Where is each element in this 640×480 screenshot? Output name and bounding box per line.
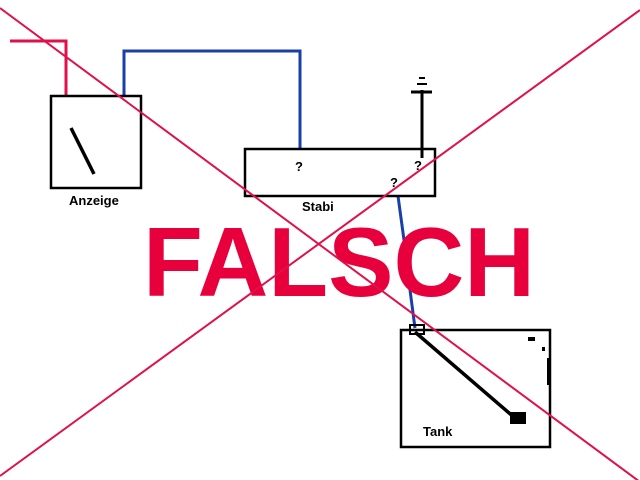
cross-line [0, 9, 640, 477]
tank-label: Tank [423, 424, 453, 439]
float-arm [413, 330, 518, 421]
tank: Tank [399, 324, 552, 449]
blue-wire-stabi-tank [396, 195, 417, 329]
cross-line [0, 7, 639, 480]
verdict-text: FALSCH [143, 207, 535, 317]
display-gauge: Anzeige [49, 94, 143, 208]
ground-icon [411, 77, 432, 150]
float [510, 412, 526, 424]
stabilizer-label: Stabi [302, 199, 334, 214]
stabilizer-box: ? ? ? Stabi [243, 147, 437, 214]
question-mark: ? [414, 158, 422, 173]
question-mark: ? [390, 175, 398, 190]
gauge-needle [69, 127, 96, 175]
display-label: Anzeige [69, 193, 119, 208]
blue-wire-display-stabi [122, 49, 302, 149]
question-mark: ? [295, 159, 303, 174]
red-wire [10, 39, 68, 95]
